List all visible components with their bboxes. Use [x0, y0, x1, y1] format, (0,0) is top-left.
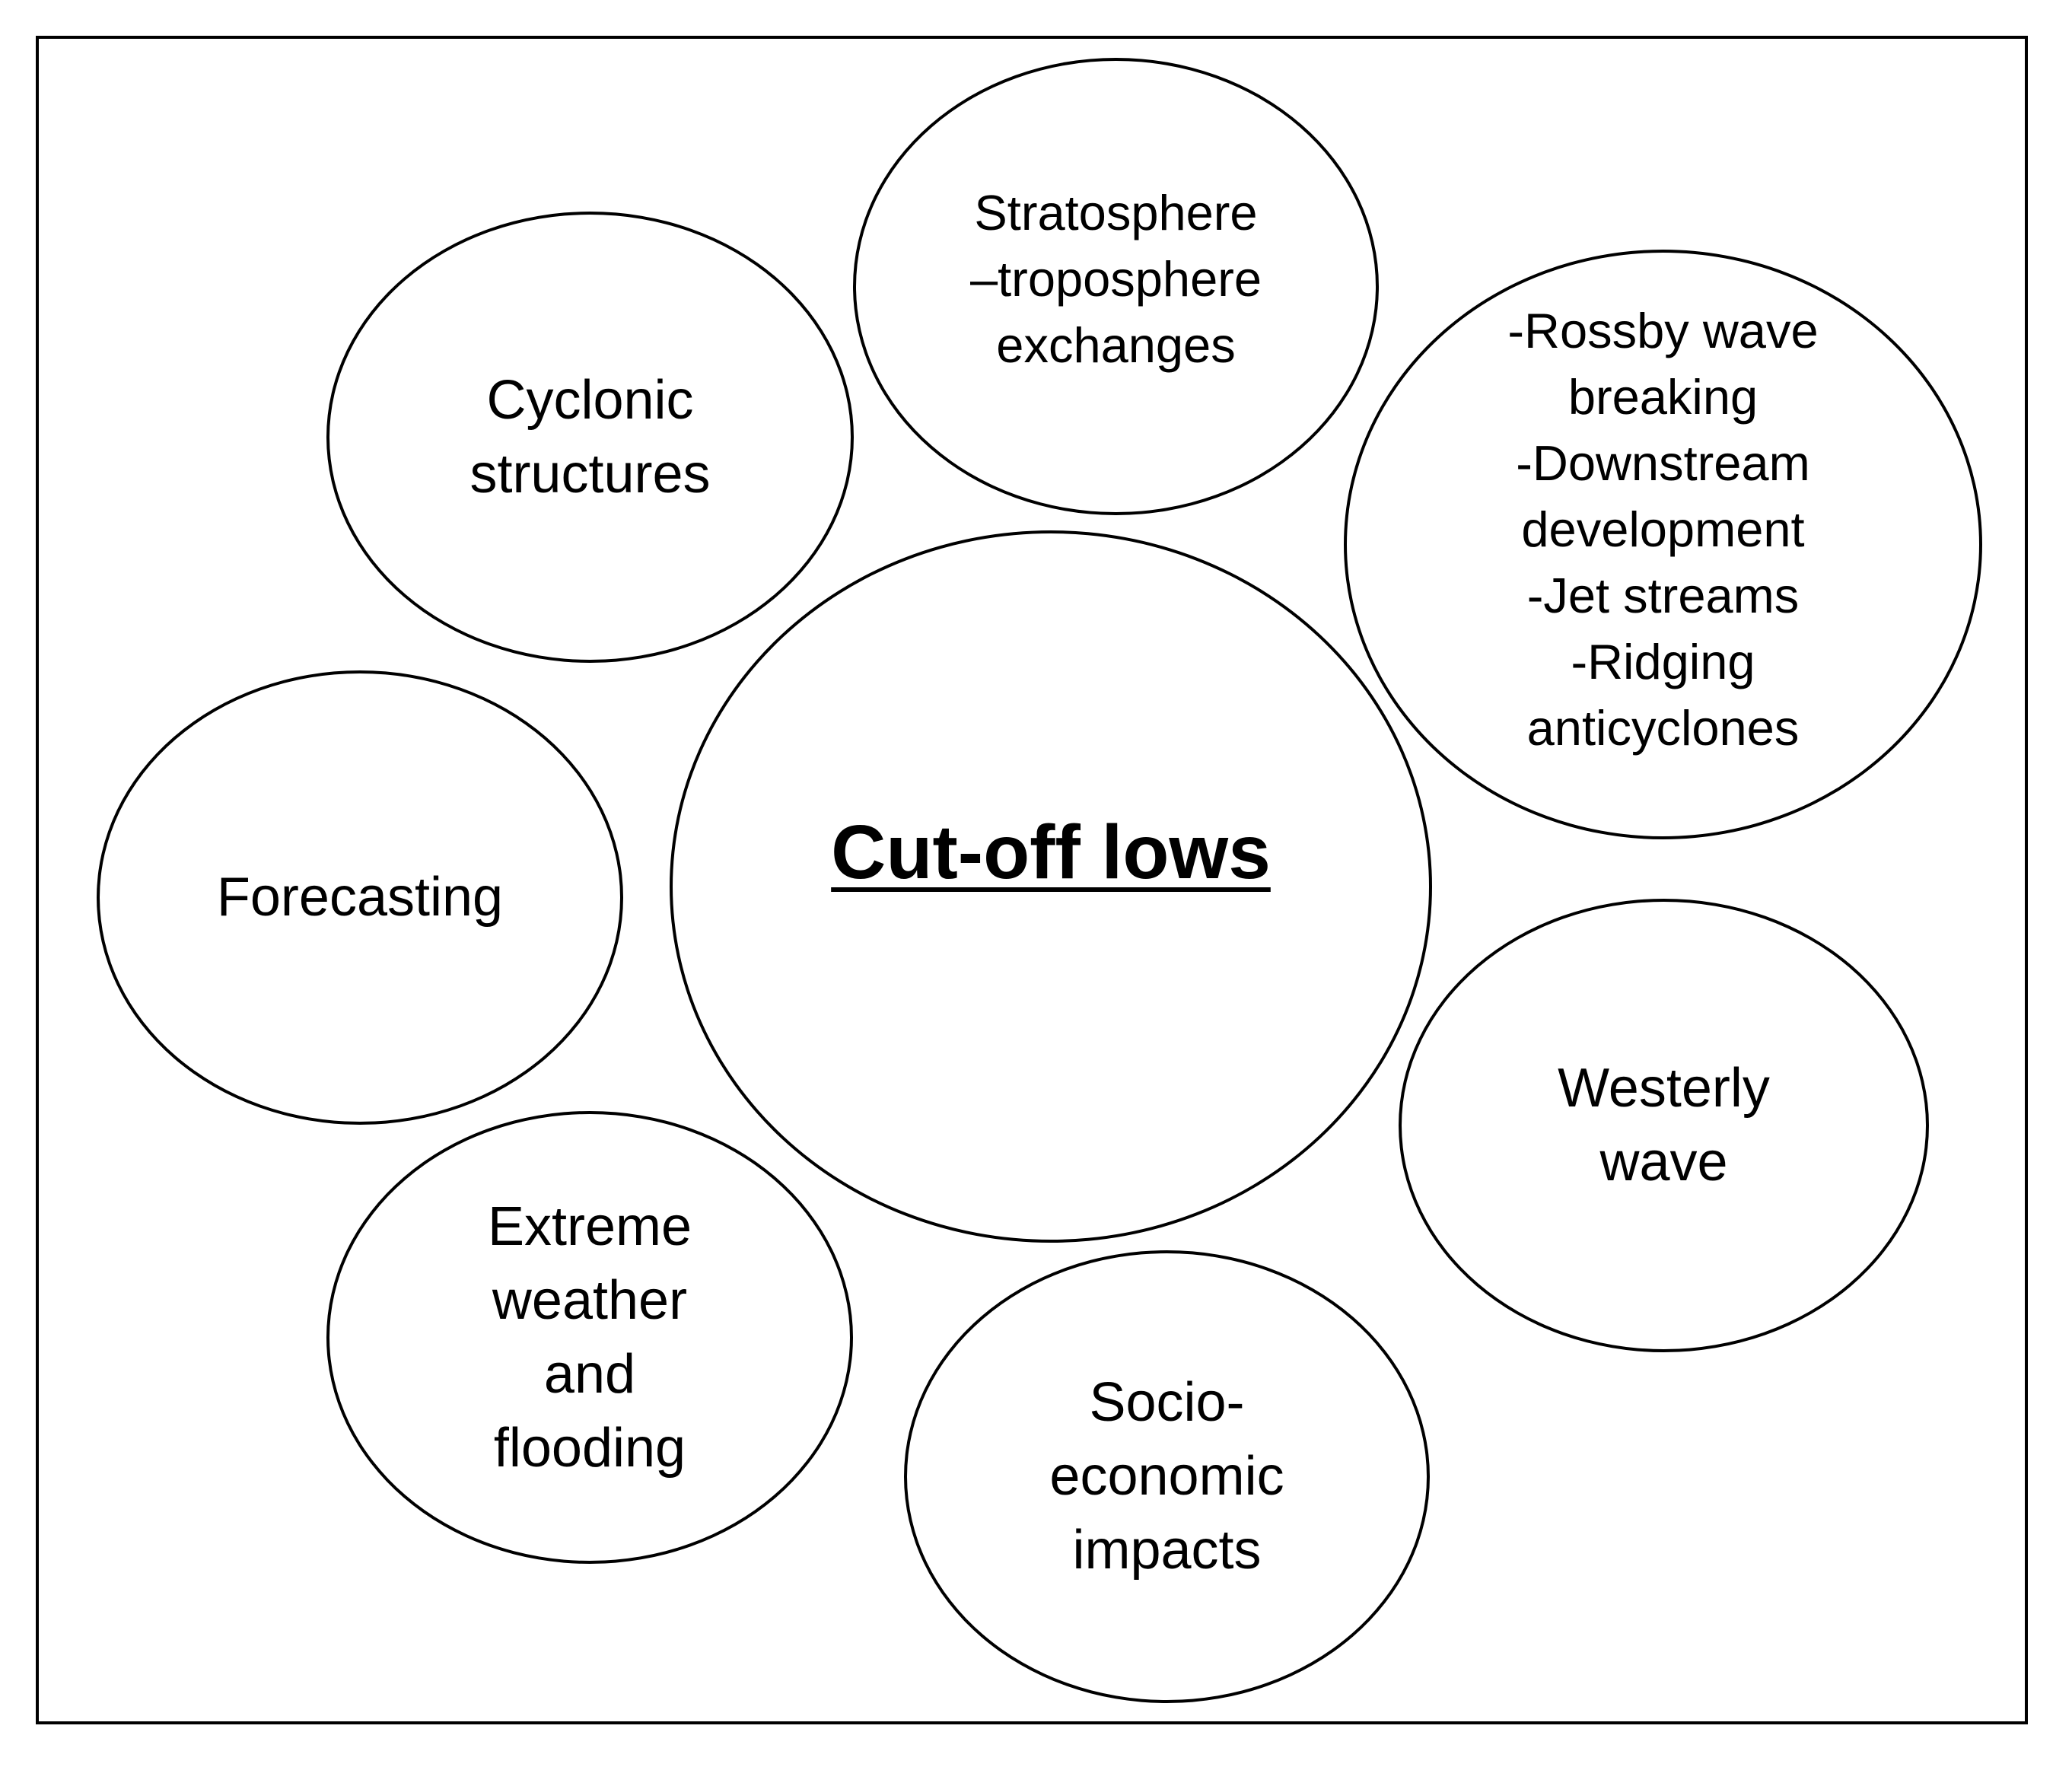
rossby-wave-circle: -Rossby wave breaking -Downstream develo…: [1344, 250, 1982, 839]
socio-economic-label: Socio- economic impacts: [1049, 1372, 1284, 1581]
central-topic-label: Cut-off lows: [831, 810, 1271, 895]
rossby-wave-label: -Rossby wave breaking -Downstream develo…: [1507, 303, 1819, 756]
extreme-weather-label: Extreme weather and flooding: [487, 1196, 692, 1479]
forecasting-label: Forecasting: [216, 867, 504, 928]
westerly-wave-label: Westerly wave: [1558, 1058, 1770, 1192]
cyclonic-structures-circle: Cyclonic structures: [326, 212, 854, 663]
diagram-frame: [36, 36, 2028, 1724]
forecasting-circle: Forecasting: [97, 670, 623, 1125]
extreme-weather-circle: Extreme weather and flooding: [326, 1111, 853, 1564]
stratosphere-troposphere-circle: Stratosphere –troposphere exchanges: [853, 58, 1379, 515]
central-topic-circle: Cut-off lows: [670, 530, 1432, 1243]
westerly-wave-circle: Westerly wave: [1399, 899, 1929, 1352]
stratosphere-troposphere-label: Stratosphere –troposphere exchanges: [969, 185, 1262, 373]
cyclonic-structures-label: Cyclonic structures: [469, 369, 711, 505]
socio-economic-circle: Socio- economic impacts: [904, 1250, 1430, 1703]
